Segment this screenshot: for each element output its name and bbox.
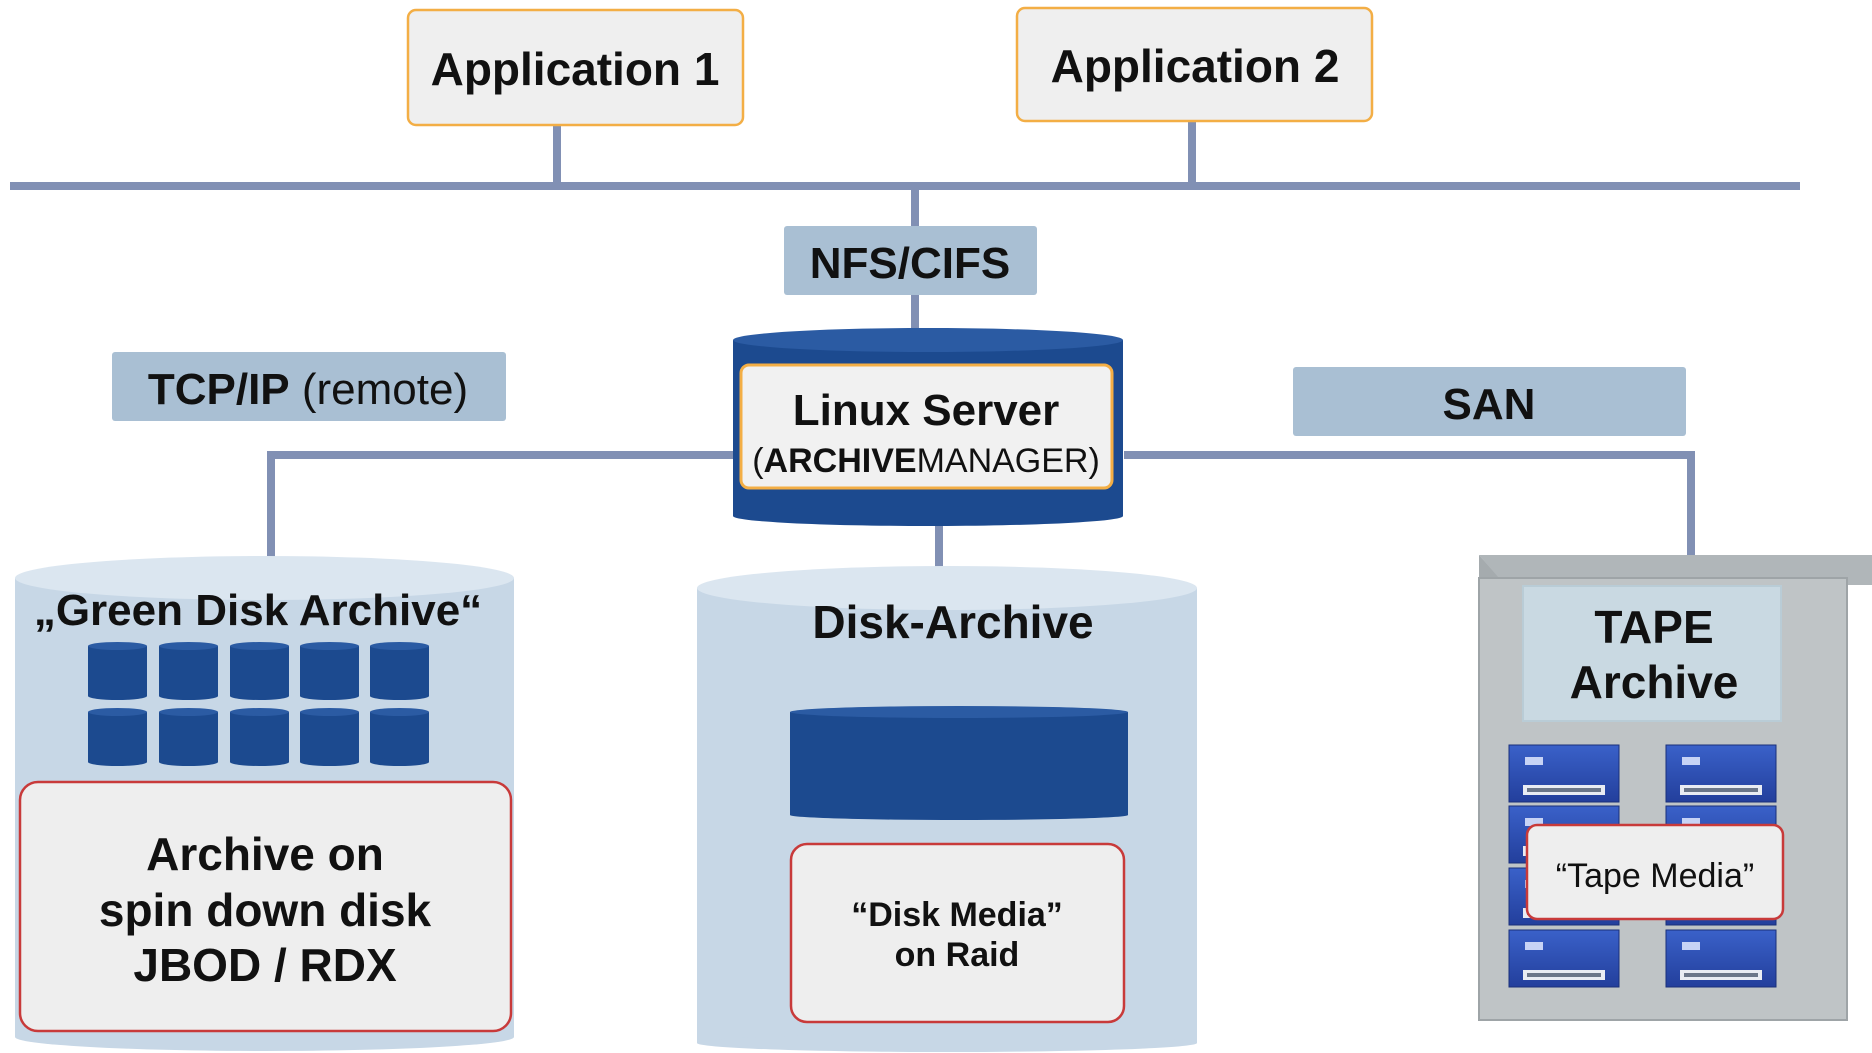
connection-lines bbox=[10, 122, 1800, 571]
server-subtitle-rest: MANAGER) bbox=[917, 442, 1100, 480]
green-archive-line-1: Archive on bbox=[146, 828, 384, 880]
tcpip-bold-text: TCP/IP bbox=[148, 365, 290, 414]
disk-media-box bbox=[789, 842, 1126, 1024]
application-1-label: Application 1 bbox=[431, 43, 720, 95]
disk-cylinder-icon bbox=[230, 708, 289, 766]
application-2-node: Application 2 bbox=[1015, 6, 1374, 123]
green-archive-line-2: spin down disk bbox=[99, 884, 432, 936]
tape-archive-node: TAPE Archive “Tape Media” bbox=[1478, 555, 1872, 1021]
disk-cylinder-icon bbox=[159, 642, 218, 700]
green-disk-archive-node: „Green Disk Archive“ Archive on spin dow… bbox=[15, 556, 514, 1051]
application-1-node: Application 1 bbox=[406, 8, 745, 127]
application-2-label: Application 2 bbox=[1051, 40, 1340, 92]
san-label: SAN bbox=[1443, 380, 1536, 429]
tcpip-label-box: TCP/IP (remote) bbox=[112, 352, 506, 421]
disk-media-line-1: “Disk Media” bbox=[851, 896, 1063, 934]
raid-disk-icon bbox=[790, 706, 1128, 820]
tape-title-line-2: Archive bbox=[1570, 656, 1739, 708]
disk-cylinder-icon bbox=[370, 708, 429, 766]
tcpip-label: TCP/IP (remote) bbox=[148, 365, 468, 414]
disk-archive-node: Disk-Archive “Disk Media” on Raid bbox=[697, 566, 1197, 1052]
server-label-panel bbox=[739, 363, 1114, 490]
server-title: Linux Server bbox=[793, 386, 1060, 435]
nfs-cifs-label-box: NFS/CIFS bbox=[784, 226, 1037, 295]
tcpip-remote-text: (remote) bbox=[290, 365, 468, 414]
small-disk-grid bbox=[88, 642, 429, 766]
disk-cylinder-icon bbox=[370, 642, 429, 700]
disk-cylinder-icon bbox=[230, 642, 289, 700]
disk-archive-title: Disk-Archive bbox=[812, 596, 1093, 648]
tape-cartridge-icon bbox=[1508, 929, 1620, 988]
nfs-cifs-label: NFS/CIFS bbox=[810, 239, 1010, 288]
disk-cylinder-icon bbox=[159, 708, 218, 766]
disk-cylinder-icon bbox=[300, 642, 359, 700]
tape-title-line-1: TAPE bbox=[1594, 601, 1713, 653]
tape-media-label: “Tape Media” bbox=[1556, 857, 1754, 895]
green-archive-line-3: JBOD / RDX bbox=[133, 939, 397, 991]
green-archive-title: „Green Disk Archive“ bbox=[34, 586, 482, 635]
san-label-box: SAN bbox=[1293, 367, 1686, 436]
green-archive-box bbox=[18, 780, 513, 1033]
tape-media-box bbox=[1525, 823, 1785, 921]
server-subtitle: (ARCHIVEMANAGER) bbox=[752, 442, 1100, 480]
server-subtitle-open: ( bbox=[752, 442, 764, 480]
tape-cartridge-icon bbox=[1665, 744, 1777, 803]
tape-cartridge-icon bbox=[1508, 744, 1620, 803]
server-subtitle-bold: ARCHIVE bbox=[764, 442, 917, 480]
linux-server-node: Linux Server (ARCHIVEMANAGER) bbox=[733, 328, 1123, 526]
disk-cylinder-icon bbox=[300, 708, 359, 766]
disk-cylinder-icon bbox=[88, 708, 147, 766]
tape-cartridge-icon bbox=[1665, 929, 1777, 988]
disk-media-line-2: on Raid bbox=[895, 936, 1020, 974]
disk-cylinder-icon bbox=[88, 642, 147, 700]
